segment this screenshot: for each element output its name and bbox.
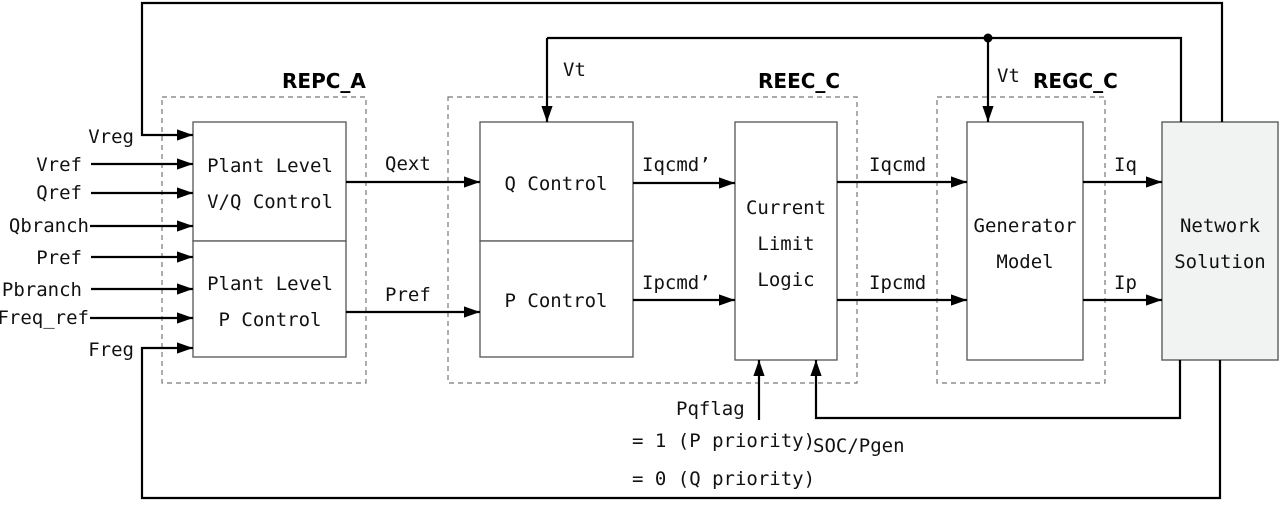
iq-label: Iq [1114, 154, 1137, 176]
input-label-pref: Pref [36, 247, 82, 269]
p-control-block [479, 240, 634, 358]
current-limit-label-line2: Limit [757, 233, 814, 255]
generator-model-block [966, 121, 1084, 361]
regc-title: REGC_C [1033, 69, 1118, 93]
regc-group-boundary [936, 96, 1106, 384]
generator-label-line1: Generator [974, 215, 1077, 237]
q-control-label: Q Control [505, 173, 608, 195]
input-label-freg: Freg [88, 339, 134, 361]
iqcmd-prime-label: Iqcmd’ [642, 154, 711, 176]
repc-group-boundary [161, 96, 367, 384]
vreg-feedback-wire [140, 1, 1224, 141]
plant-vq-control-block [192, 121, 347, 242]
q-control-block [479, 121, 634, 242]
generator-label-line2: Model [996, 251, 1053, 273]
input-label-qbranch: Qbranch [9, 215, 89, 237]
input-label-freq-ref: Freq_ref [0, 307, 89, 329]
pref-label: Pref [385, 284, 431, 306]
soc-pgen-feedback-wire [810, 360, 1182, 420]
network-label-line1: Network [1180, 215, 1261, 237]
current-limit-label-line3: Logic [757, 269, 814, 291]
current-limit-label-line1: Current [746, 197, 826, 219]
ip-label: Ip [1114, 272, 1137, 294]
ipcmd-label: Ipcmd [869, 272, 926, 294]
reec-title: REEC_C [758, 69, 840, 93]
network-label-line2: Solution [1174, 251, 1266, 273]
repc-title: REPC_A [282, 69, 366, 93]
vt-junction-dot [983, 33, 993, 43]
plant-vq-label-line2: V/Q Control [207, 191, 333, 213]
pqflag-option-0: = 0 (Q priority) [632, 468, 815, 490]
plant-p-label-line1: Plant Level [207, 273, 333, 295]
input-label-qref: Qref [36, 182, 82, 204]
p-control-label: P Control [505, 290, 608, 312]
iqcmd-label: Iqcmd [869, 154, 926, 176]
ipcmd-prime-label: Ipcmd’ [642, 272, 711, 294]
plant-p-control-block [192, 240, 347, 358]
current-limit-logic-block [734, 121, 838, 361]
input-label-vref: Vref [36, 154, 82, 176]
reec-group-boundary [447, 96, 858, 384]
pqflag-label: Pqflag [676, 398, 745, 420]
plant-vq-label-line1: Plant Level [207, 155, 333, 177]
network-solution-block [1161, 121, 1279, 361]
input-label-vreg: Vreg [88, 126, 134, 148]
freg-feedback-wire [140, 342, 1222, 500]
input-label-pbranch: Pbranch [2, 279, 82, 301]
vt-regc-label: Vt [997, 65, 1020, 87]
vt-bus-wire [547, 36, 1183, 122]
plant-p-label-line2: P Control [219, 309, 322, 331]
pqflag-option-1: = 1 (P priority) [632, 430, 815, 452]
qext-label: Qext [385, 153, 431, 175]
soc-pgen-label: SOC/Pgen [813, 435, 905, 457]
vt-reec-label: Vt [563, 59, 586, 81]
